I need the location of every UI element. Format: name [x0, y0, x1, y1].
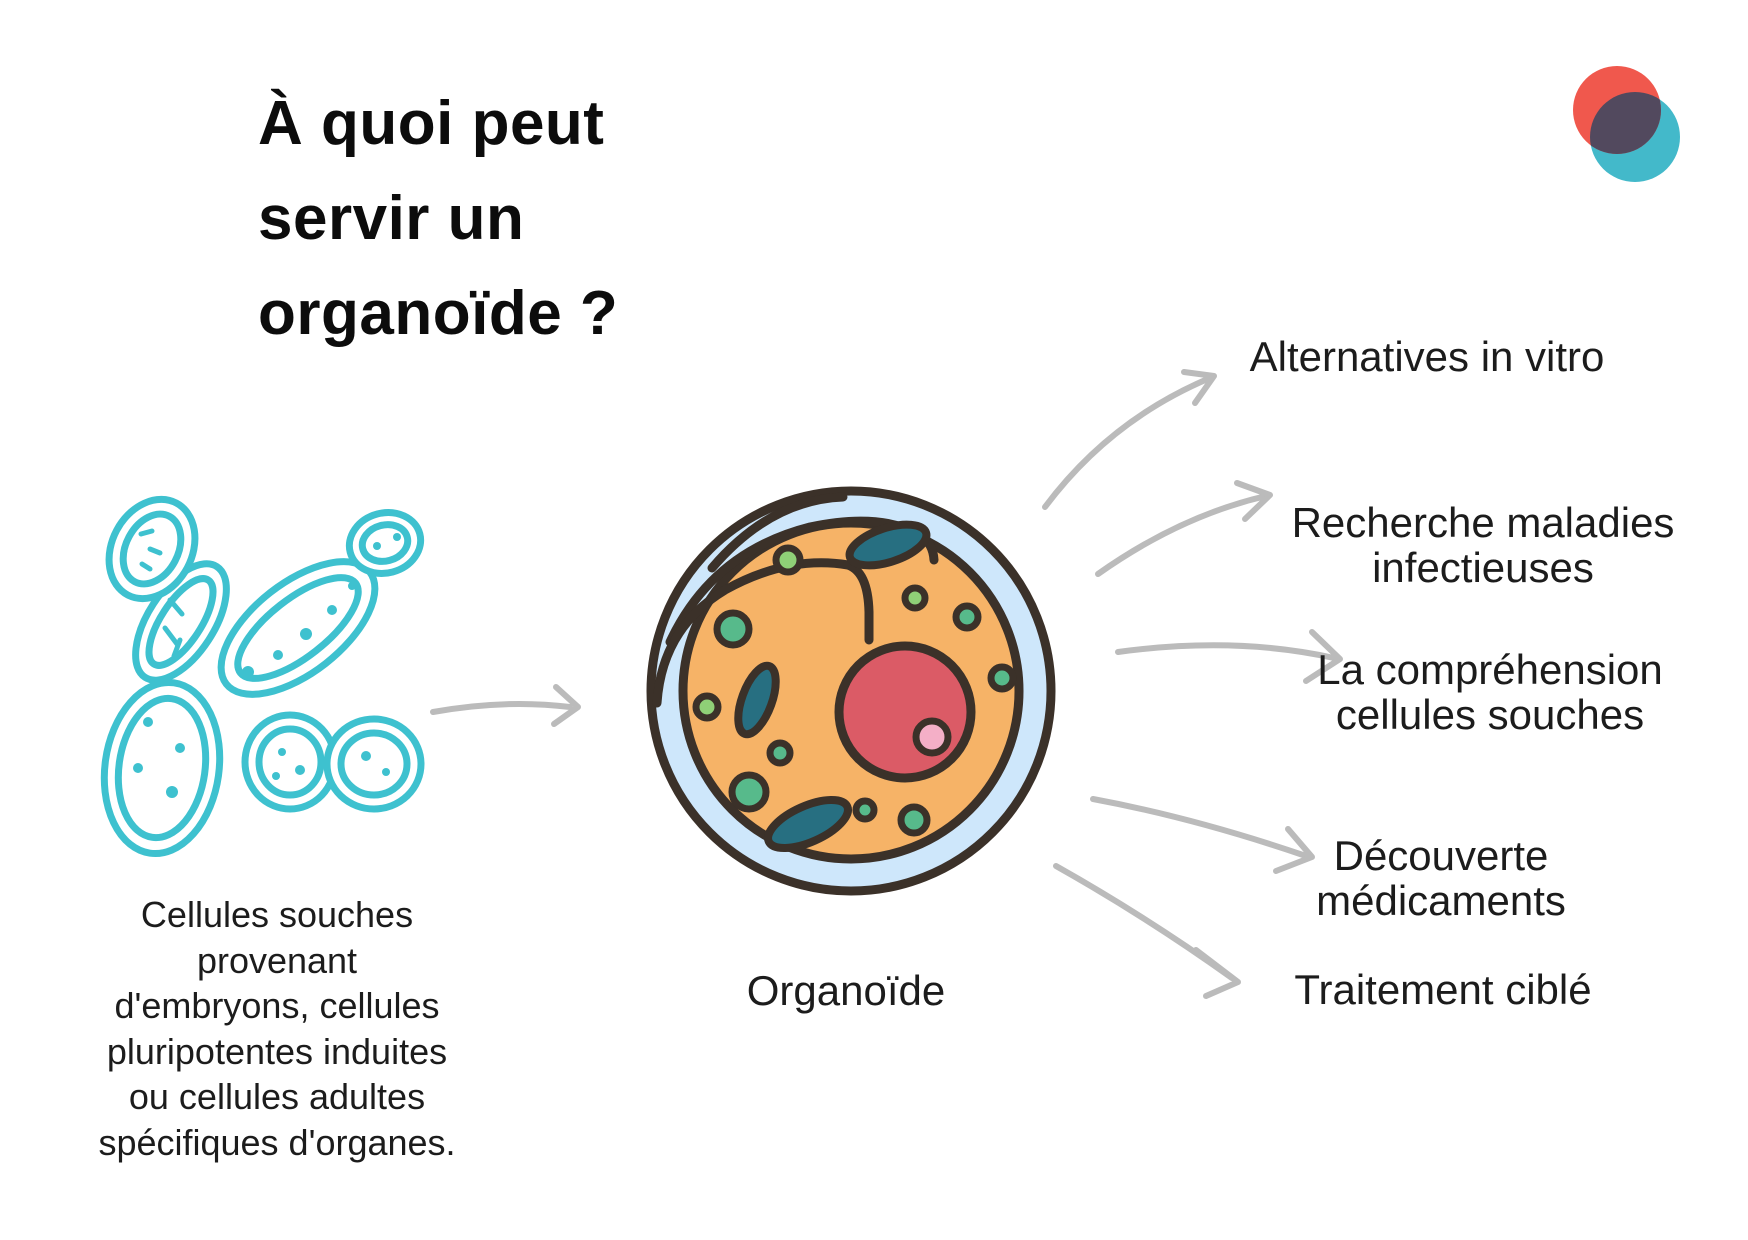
use-label-targeted-treatment: Traitement ciblé: [1223, 967, 1663, 1012]
use-label-line: cellules souches: [1335, 691, 1645, 738]
use-label-infectious-research: Recherche maladies infectieuses: [1263, 500, 1703, 590]
caption-line: Cellules souches: [140, 894, 414, 935]
caption-line: ou cellules adultes: [128, 1076, 426, 1117]
caption-line: spécifiques d'organes.: [98, 1121, 456, 1163]
organoid-icon: [646, 486, 1056, 896]
use-label-line: infectieuses: [1372, 544, 1594, 591]
use-label-line: médicaments: [1316, 877, 1566, 924]
page-title: À quoi peut servir un organoïde ?: [258, 76, 778, 361]
stem-cells-caption: Cellules souches provenant d'embryons, c…: [57, 892, 497, 1165]
stem-cells-dots: [133, 533, 401, 798]
use-label-alternatives: Alternatives in vitro: [1207, 334, 1647, 379]
page-title-line: À quoi peut: [258, 89, 605, 158]
caption-line: pluripotentes induites: [106, 1030, 448, 1072]
use-label-drug-discovery: Découverte médicaments: [1221, 833, 1661, 923]
use-label-line: Alternatives in vitro: [1249, 333, 1605, 380]
use-label-line: Découverte: [1333, 832, 1549, 879]
arrow-to-targeted-treatment: [1053, 863, 1241, 999]
use-label-line: Recherche maladies: [1291, 499, 1675, 546]
use-label-line: Traitement ciblé: [1294, 966, 1592, 1013]
arrow-to-stem-cell-understanding: [1115, 629, 1343, 684]
arrow-to-infectious-research: [1095, 480, 1273, 577]
arrow-to-alternatives: [1042, 369, 1217, 510]
caption-line: d'embryons, cellules: [114, 985, 440, 1026]
use-label-line: La compréhension: [1317, 646, 1663, 693]
stem-cells-icon: [100, 495, 425, 858]
caption-line: provenant: [196, 939, 358, 981]
arrow-to-drug-discovery: [1090, 796, 1315, 874]
use-label-stem-cell-understanding: La compréhension cellules souches: [1270, 647, 1710, 737]
overlapping-circles-logo-icon: [1573, 66, 1680, 182]
page-title-line: organoïde ?: [258, 279, 619, 348]
organoid-label: Organoïde: [746, 967, 946, 1014]
page-title-line: servir un: [258, 184, 525, 253]
flow-arrow-cells-to-organoid: [430, 684, 581, 727]
